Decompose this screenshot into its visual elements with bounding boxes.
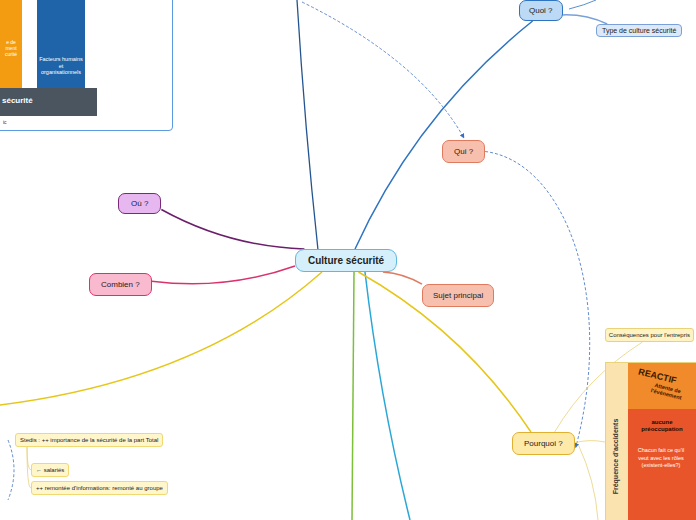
connector (575, 441, 605, 443)
subtopic-box: Type de culture sécurité (596, 24, 682, 37)
node-text: Chacun fait ce qu'il veut avec les rôles… (634, 447, 688, 470)
image-block: Facteurs humains et organisationnels (37, 0, 85, 88)
node-text: ic (3, 119, 7, 125)
subtopic-box: Conséquences pour l'entrepris (605, 328, 694, 342)
level-block: aucune préoccupationChacun fait ce qu'il… (628, 409, 696, 520)
node-text: Pourquoi ? (524, 439, 563, 448)
connector (152, 266, 295, 284)
banner: REACTIFAttente de l'événement (628, 363, 696, 409)
node-text: Facteurs humains et organisationnels (39, 56, 83, 76)
branch-line (297, 0, 318, 250)
node-text: Type de culture sécurité (602, 27, 676, 34)
branch-topic: Combien ? (89, 273, 152, 296)
dashed-link (8, 440, 14, 500)
node-text: e de ment curité (1, 40, 21, 57)
node-text: Conséquences pour l'entrepris (609, 332, 690, 338)
node-text: Combien ? (101, 280, 140, 289)
branch-topic: Où ? (118, 193, 161, 214)
node-text: aucune préoccupation (632, 419, 692, 433)
branch-line (365, 272, 410, 520)
branch-line (578, 444, 598, 520)
connector (355, 21, 533, 249)
image-band: sécurité (0, 88, 97, 116)
branch-line (0, 272, 322, 405)
branch-topic: Qui ? (442, 140, 485, 163)
illustration-panel: Fréquence d'accidents REACTIFAttente de l… (605, 362, 696, 520)
connector (358, 272, 530, 432)
node-text: sécurité (2, 96, 97, 105)
note-box: ++ remontée d'informations: remonté au g… (31, 481, 168, 495)
dashed-link (302, 2, 464, 138)
node-text: Culture sécurité (308, 255, 384, 266)
branch-topic: Sujet principal (422, 284, 494, 307)
branch-topic: Quoi ? (519, 0, 563, 21)
node-text: Quoi ? (529, 6, 553, 15)
connector (563, 15, 608, 24)
node-text: Sujet principal (433, 291, 483, 300)
node-text: Fréquence d'accidents (612, 412, 619, 502)
central-topic: Culture sécurité (295, 249, 397, 272)
note-box: ← salariés (31, 463, 69, 477)
node-text: ← salariés (36, 467, 64, 473)
node-text: Qui ? (454, 147, 473, 156)
branch-line (569, 0, 596, 9)
note-box: Stedis : ++ importance de la sécurité de… (15, 433, 163, 447)
connector (383, 272, 422, 284)
node-text: ++ remontée d'informations: remonté au g… (36, 485, 163, 491)
image-block: e de ment curité (0, 0, 22, 88)
branch-topic: Pourquoi ? (512, 432, 575, 455)
image-panel: ic e de ment curitéFacteurs humains et or… (0, 0, 173, 131)
node-text: Où ? (131, 199, 148, 208)
branch-line (352, 272, 354, 520)
node-text: Stedis : ++ importance de la sécurité de… (20, 437, 158, 443)
connector (161, 209, 304, 249)
